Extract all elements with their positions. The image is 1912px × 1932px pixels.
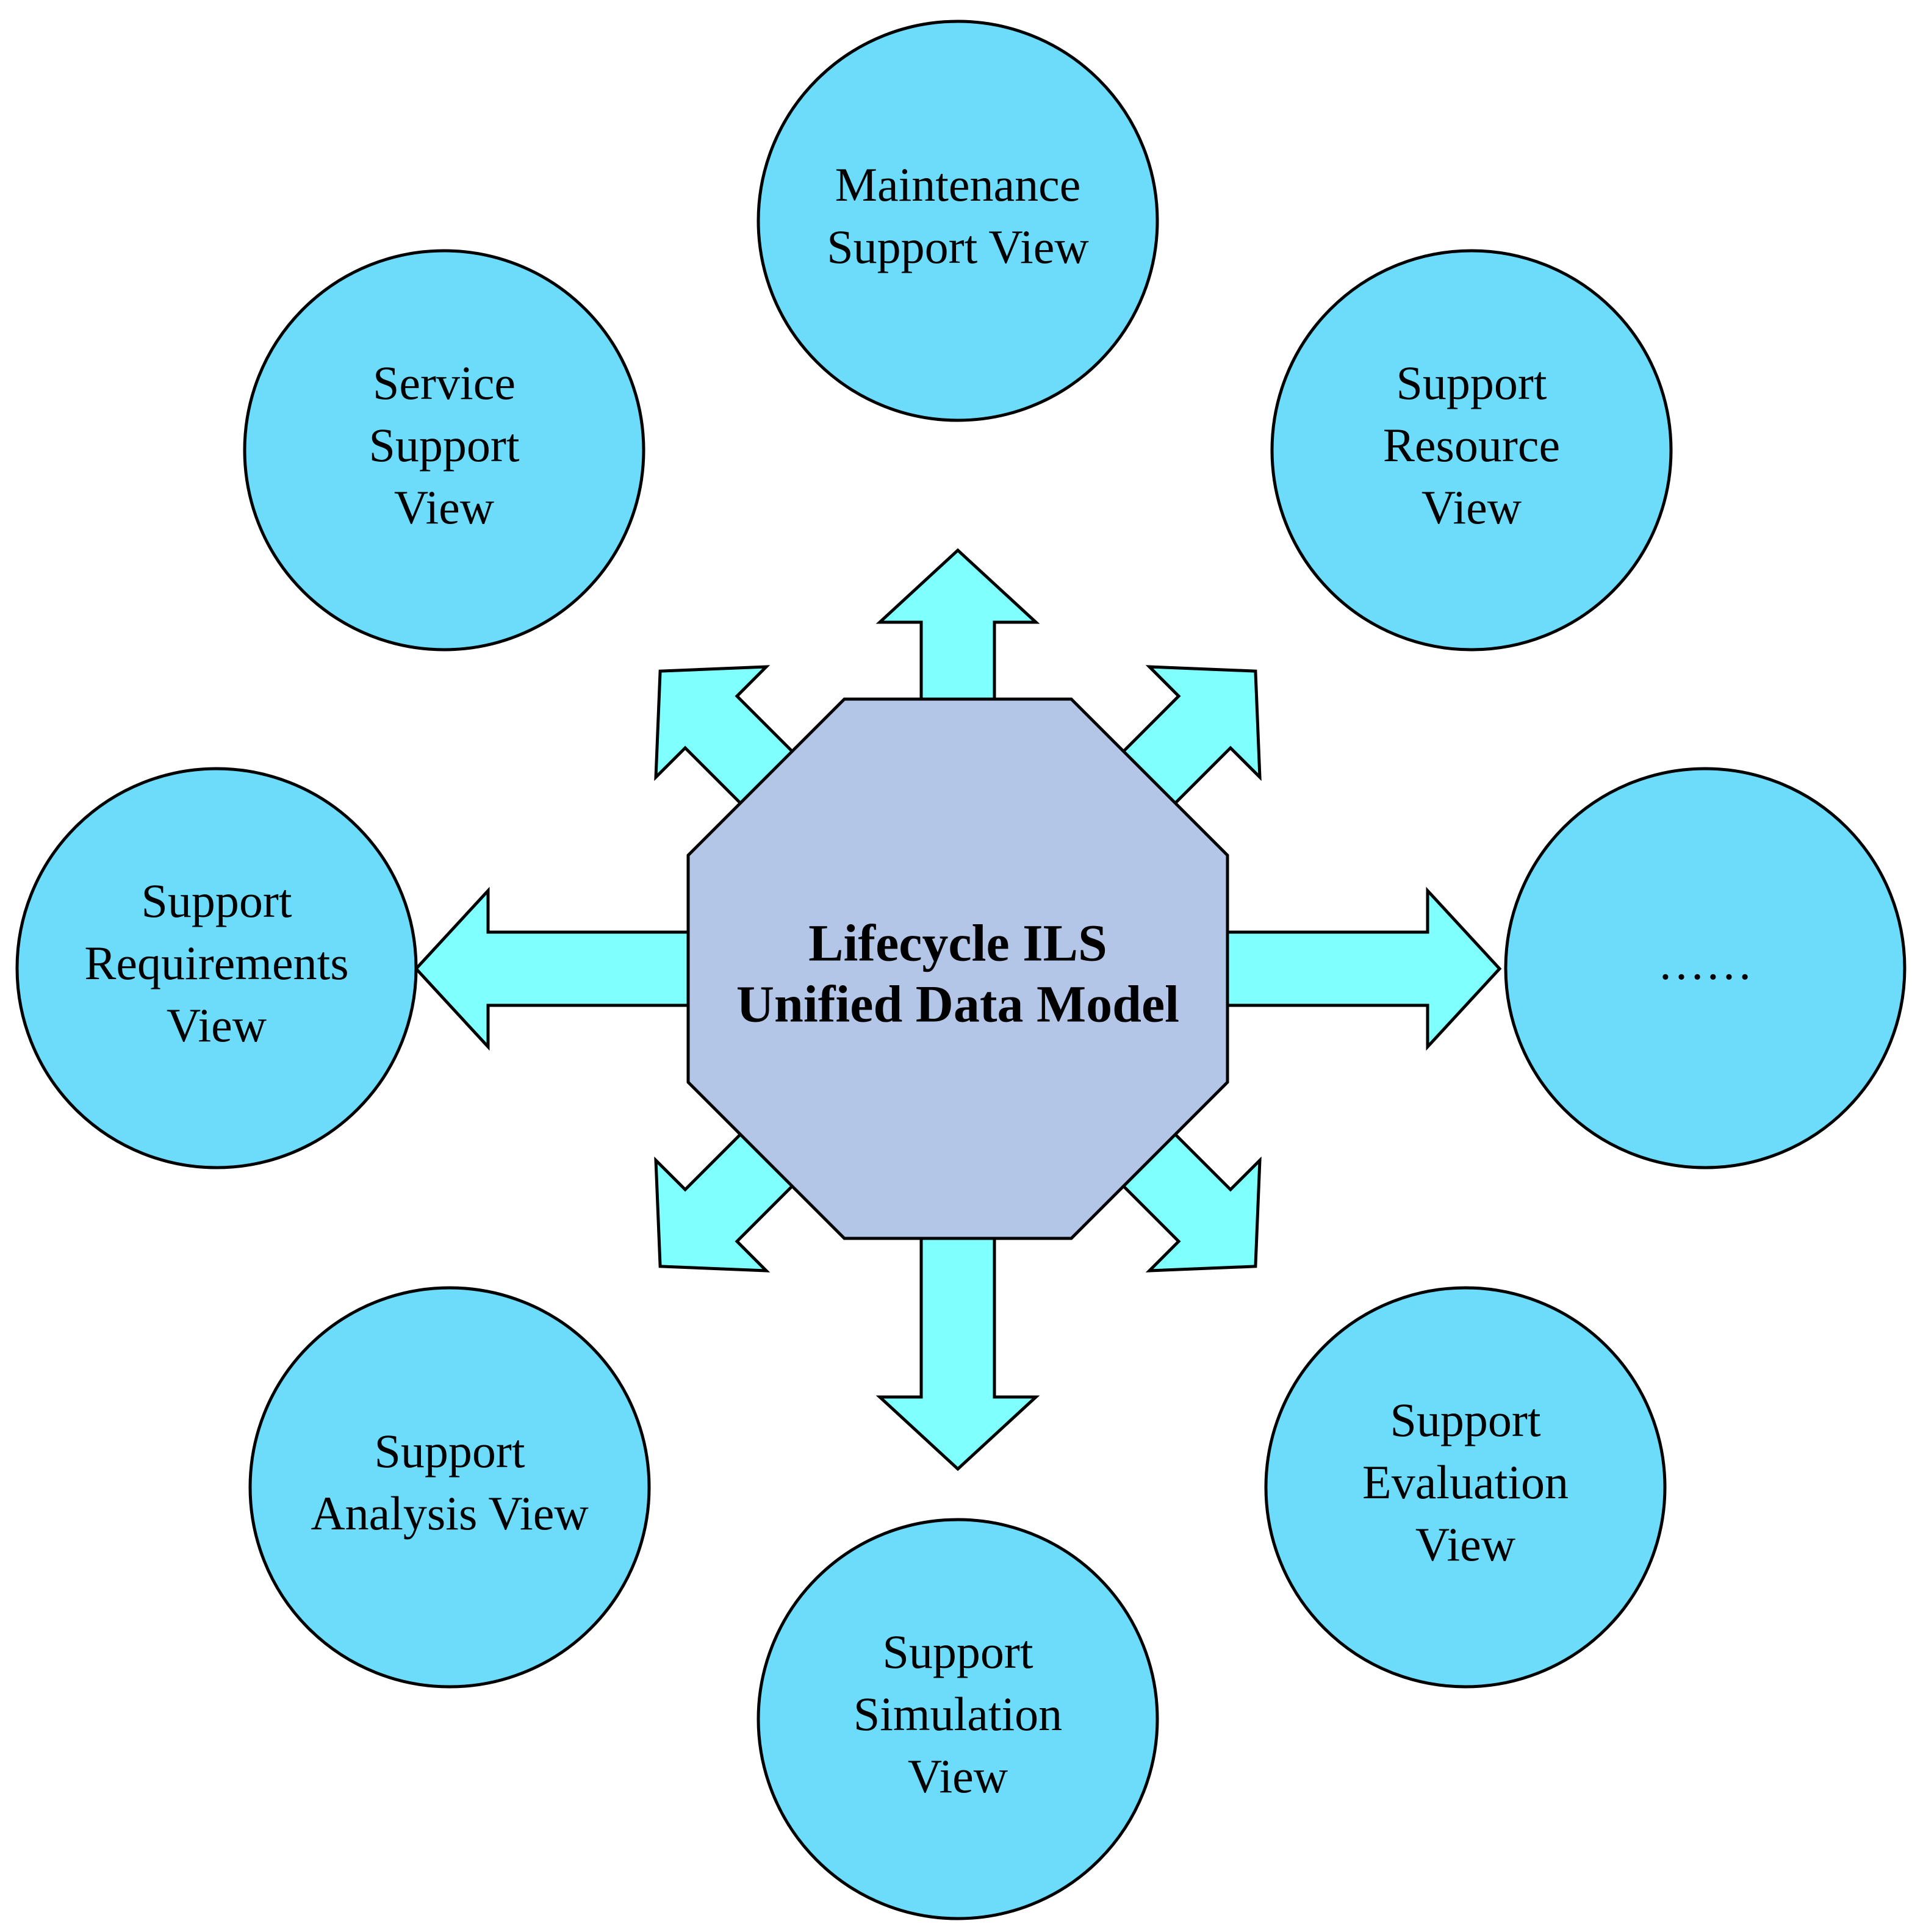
view-label-evaluation-line-2: Evaluation <box>1362 1456 1569 1509</box>
view-label-resource-line-1: Support <box>1396 356 1547 409</box>
view-circle-evaluation <box>1264 1286 1667 1689</box>
view-circle-more <box>1504 767 1907 1169</box>
view-circle-service <box>243 249 645 652</box>
center-title-line-2: Unified Data Model <box>736 975 1179 1033</box>
view-label-simulation-line-1: Support <box>882 1625 1033 1678</box>
view-label-resource-line-2: Resource <box>1383 418 1560 472</box>
view-circle-simulation <box>757 1518 1159 1920</box>
view-label-maintenance-line-1: Maintenance <box>835 158 1081 211</box>
view-label-requirements-line-1: Support <box>141 874 292 927</box>
view-label-evaluation-line-1: Support <box>1390 1393 1540 1446</box>
arrow-to-more <box>1226 886 1502 1051</box>
view-label-analysis-line-2: Analysis View <box>311 1487 588 1540</box>
view-label-service-line-3: View <box>394 481 494 534</box>
center-title-line-1: Lifecycle ILS <box>808 914 1107 972</box>
view-circle-analysis <box>248 1286 651 1689</box>
arrow-to-simulation <box>875 1237 1040 1471</box>
view-label-service-line-1: Service <box>373 356 516 409</box>
view-label-resource-line-3: View <box>1421 481 1522 534</box>
view-circle-resource <box>1270 249 1673 652</box>
view-label-analysis-line-1: Support <box>374 1424 525 1478</box>
view-label-more-line-1: …… <box>1658 936 1753 989</box>
view-label-service-line-2: Support <box>368 418 519 472</box>
view-label-simulation-line-3: View <box>908 1750 1008 1803</box>
view-label-maintenance-line-2: Support View <box>827 220 1088 273</box>
view-circle-maintenance <box>757 20 1159 422</box>
view-label-requirements-line-3: View <box>167 999 267 1052</box>
view-label-requirements-line-2: Requirements <box>84 936 348 989</box>
view-circle-requirements <box>15 767 418 1169</box>
view-label-evaluation-line-3: View <box>1415 1518 1515 1571</box>
center-octagon <box>686 697 1229 1240</box>
view-label-simulation-line-2: Simulation <box>854 1687 1062 1740</box>
arrow-to-requirements <box>414 886 690 1051</box>
